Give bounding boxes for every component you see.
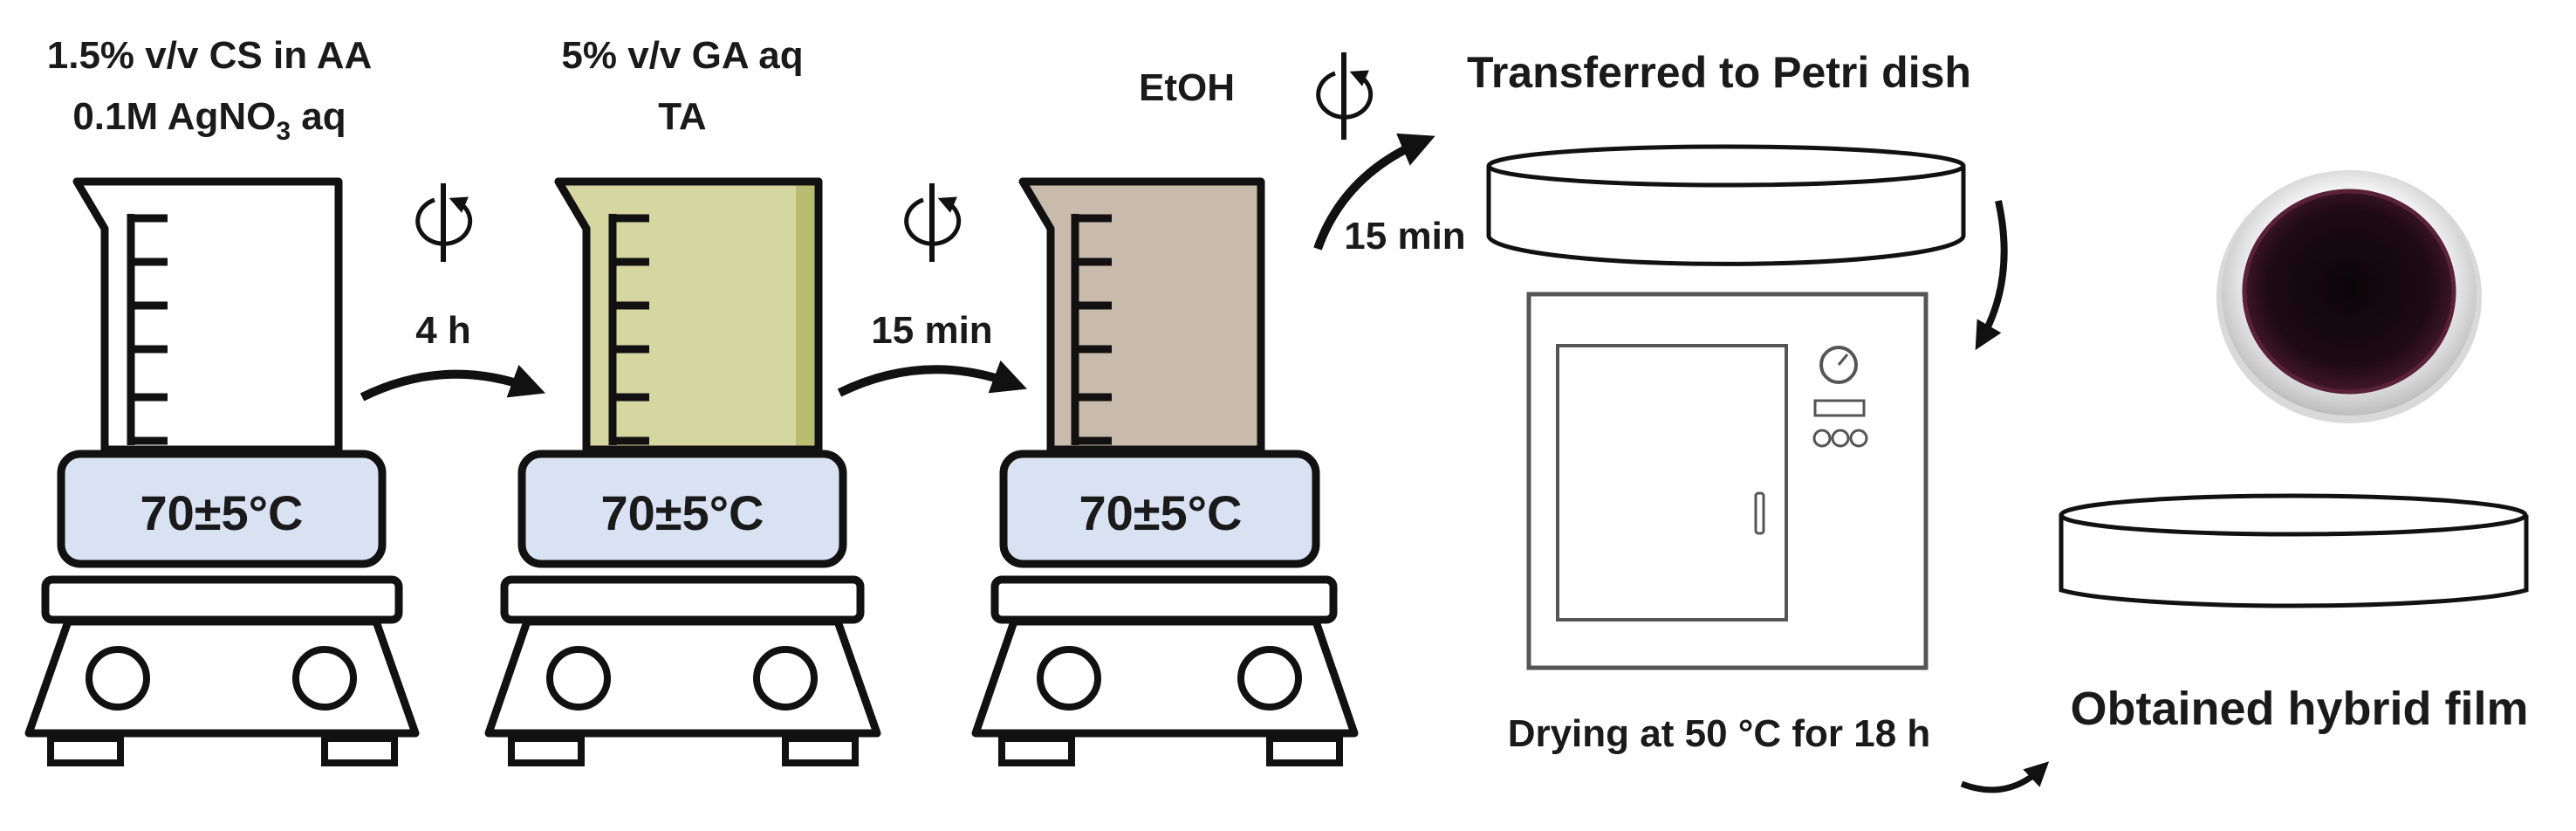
arrow-1-label: 4 h — [415, 309, 471, 352]
step-2-label-line-1: 5% v/v GA aq — [561, 34, 803, 77]
arrow-to-oven — [1975, 200, 2008, 351]
result-caption: Obtained hybrid film — [2070, 683, 2528, 735]
arrow-15min-1: 15 min — [837, 309, 1027, 397]
rotation-icon — [904, 183, 962, 262]
step-2: 5% v/v GA aq TA 70±5°C — [484, 34, 881, 766]
step-1-label-line-1: 1.5% v/v CS in AA — [47, 34, 373, 77]
rotation-icon — [415, 183, 473, 262]
hotplate-icon: 70±5°C — [971, 450, 1359, 766]
arrow-4h: 4 h — [360, 309, 546, 402]
beaker-icon — [1018, 177, 1265, 454]
step-3: EtOH 70±5°C — [971, 66, 1359, 766]
rotation-icon — [1316, 52, 1374, 140]
hotplate-icon: 70±5°C — [484, 450, 881, 766]
step-1: 1.5% v/v CS in AA 0.1M AgNO3 aq 70±5°C — [24, 34, 420, 766]
step-1-temperature: 70±5°C — [140, 485, 303, 540]
step-1-label-line-2: 0.1M AgNO3 aq — [72, 95, 346, 146]
petri-title: Transferred to Petri dish — [1467, 48, 1971, 97]
arrow-15min-2: 15 min — [1313, 133, 1466, 258]
hotplate-icon: 70±5°C — [24, 450, 420, 766]
step-2-temperature: 70±5°C — [600, 485, 764, 540]
oven-icon — [1526, 292, 1929, 670]
petri-dish-icon — [1486, 144, 1966, 266]
step-3-label: EtOH — [1139, 66, 1235, 109]
step-2-label-line-2: TA — [658, 95, 706, 138]
result-section: Obtained hybrid film — [2059, 170, 2529, 735]
step-3-temperature: 70±5°C — [1079, 485, 1242, 540]
beaker-icon — [72, 177, 343, 454]
film-photo — [2216, 170, 2482, 423]
petri-dish-section: Transferred to Petri dish — [1467, 48, 2008, 351]
beaker-icon — [554, 177, 823, 454]
petri-dish-icon — [2059, 493, 2529, 608]
oven-section: Drying at 50 °C for 18 h — [1508, 292, 2050, 793]
arrow-to-film — [1960, 761, 2050, 793]
arrow-2-label: 15 min — [871, 309, 992, 352]
arrow-3-label: 15 min — [1344, 215, 1465, 258]
oven-caption: Drying at 50 °C for 18 h — [1508, 712, 1931, 755]
